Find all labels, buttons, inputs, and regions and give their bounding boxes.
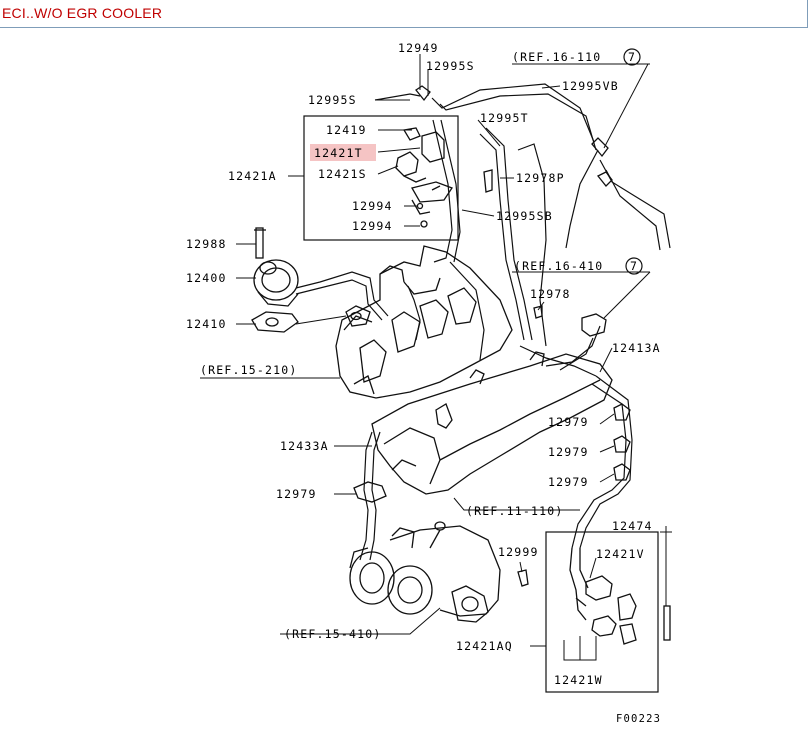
label-12419[interactable]: 12419 — [326, 123, 367, 137]
label-12994-a[interactable]: 12994 — [352, 199, 393, 213]
ref-circle-16-110 — [623, 48, 641, 66]
label-fig-code: F00223 — [616, 713, 661, 725]
label-12421T[interactable]: 12421T — [314, 146, 363, 160]
label-12995S-left[interactable]: 12995S — [308, 93, 357, 107]
leader-lines — [200, 54, 672, 661]
misc-fittings — [353, 85, 671, 645]
label-12421W[interactable]: 12421W — [554, 673, 603, 687]
label-ref-15-410[interactable]: (REF.15-410) — [284, 627, 381, 641]
label-12979-a[interactable]: 12979 — [548, 415, 589, 429]
label-12474[interactable]: 12474 — [612, 519, 653, 533]
label-12978P[interactable]: 12978P — [516, 171, 565, 185]
label-12979-b[interactable]: 12979 — [548, 445, 589, 459]
label-12421A[interactable]: 12421A — [228, 169, 277, 183]
label-ref-11-110[interactable]: (REF.11-110) — [466, 504, 563, 518]
label-ref-15-210[interactable]: (REF.15-210) — [200, 363, 297, 377]
highlight-12421T — [310, 144, 376, 161]
label-12421AQ[interactable]: 12421AQ — [456, 639, 513, 653]
label-ref-16-110[interactable]: (REF.16-110 — [512, 50, 601, 64]
label-ref-16-110-num: 7 — [628, 50, 636, 64]
label-12999[interactable]: 12999 — [498, 545, 539, 559]
label-12978[interactable]: 12978 — [530, 287, 571, 301]
label-ref-16-410-num: 7 — [630, 259, 638, 273]
label-12995VB[interactable]: 12995VB — [562, 79, 619, 93]
egr-valve-assembly — [251, 227, 371, 333]
label-12400[interactable]: 12400 — [186, 271, 227, 285]
label-12949[interactable]: 12949 — [398, 41, 439, 55]
label-12995S-top[interactable]: 12995S — [426, 59, 475, 73]
label-12410[interactable]: 12410 — [186, 317, 227, 331]
ref-circle-16-410 — [625, 257, 643, 275]
box-12421AQ — [545, 531, 659, 693]
label-12413A[interactable]: 12413A — [612, 341, 661, 355]
label-12979-left[interactable]: 12979 — [276, 487, 317, 501]
label-12421S[interactable]: 12421S — [318, 167, 367, 181]
solenoid-valves-12421A — [395, 127, 453, 228]
label-12995SB[interactable]: 12995SB — [496, 209, 553, 223]
turbocharger — [349, 521, 501, 623]
label-12995T[interactable]: 12995T — [480, 111, 529, 125]
label-12433A[interactable]: 12433A — [280, 439, 329, 453]
label-ref-16-410[interactable]: (REF.16-410 — [514, 259, 603, 273]
label-12994-b[interactable]: 12994 — [352, 219, 393, 233]
intake-manifold — [335, 245, 513, 399]
window-title: ECI..W/O EGR COOLER — [2, 5, 163, 21]
label-12988[interactable]: 12988 — [186, 237, 227, 251]
box-12421A — [303, 115, 459, 241]
label-12421V[interactable]: 12421V — [596, 547, 645, 561]
label-12979-c[interactable]: 12979 — [548, 475, 589, 489]
rocker-cover — [371, 351, 613, 495]
window-title-bar: ECI..W/O EGR COOLER — [0, 0, 808, 28]
